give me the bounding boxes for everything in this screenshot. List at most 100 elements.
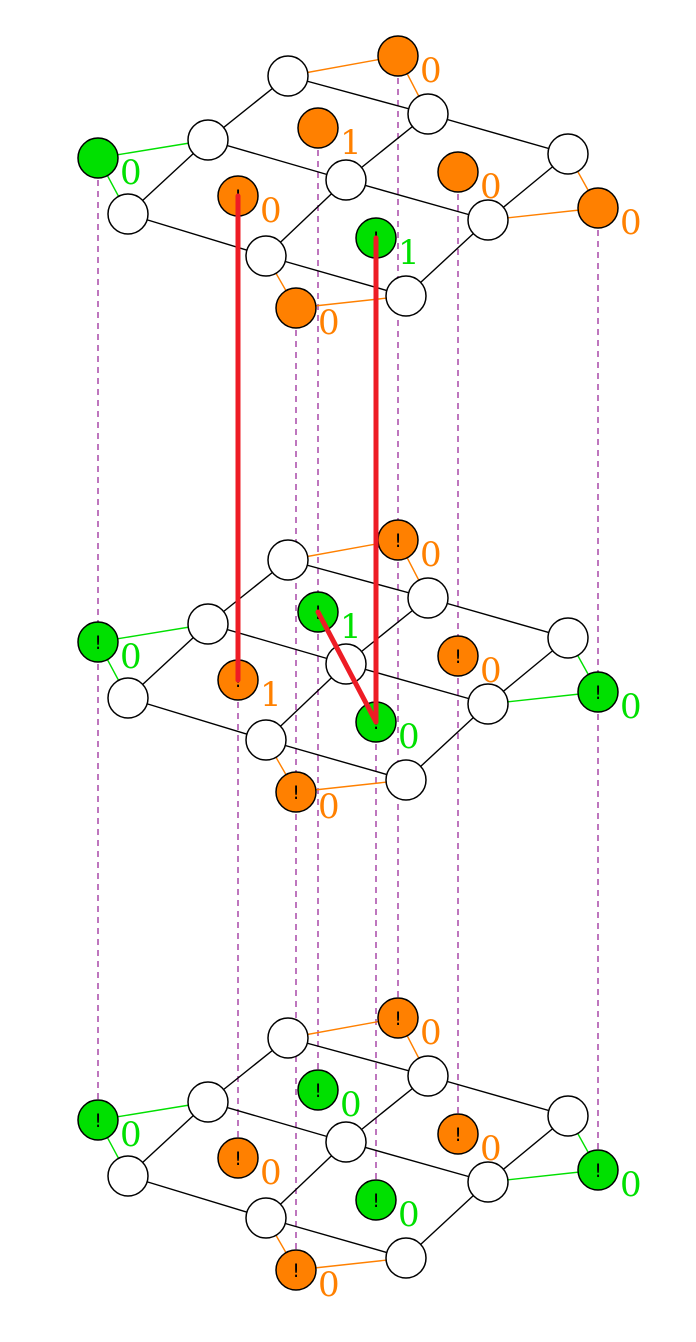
site-marker-R0a: ! [594,1160,602,1182]
white-site-Wt1 [267,1017,309,1059]
white-site-Wm3 [467,199,509,241]
site-marker-R0a: ! [594,682,602,704]
site-R0a [577,1149,619,1191]
lattice-edge-Wt2-Wt3 [427,113,569,155]
white-site-Wb2 [245,235,287,277]
site-label-L0a: 0 [120,153,142,193]
white-site-Wb3 [385,759,427,801]
site-marker-Cc: ! [454,1124,462,1146]
lattice-edge-Wm2-Wm3 [345,1141,489,1183]
site-marker-Cc: ! [454,646,462,668]
site-O1a [377,997,419,1039]
site-label-Cb: 1 [340,607,362,647]
site-marker-B0a: ! [292,1260,300,1282]
site-label-Cb: 0 [340,1085,362,1125]
white-site-Wt2 [407,1055,449,1097]
white-site-Wb3 [385,275,427,317]
site-Cd [355,1179,397,1221]
site-marker-Cb: ! [314,1080,322,1102]
site-Cc [437,1113,479,1155]
highlight-edge-2 [315,609,379,725]
white-site-Wm3 [467,1161,509,1203]
site-marker-O1a: ! [394,530,402,552]
site-label-O1a: 0 [420,51,442,91]
lattice-edge-Wb1-Wb2 [127,213,267,257]
site-marker-Ca: ! [234,1148,242,1170]
site-L0a [77,621,119,663]
site-label-O1a: 0 [420,535,442,575]
white-site-Wt3 [547,1095,589,1137]
white-site-Wm3 [467,683,509,725]
layer-bottom: !0!0!0!0!0!0!0!0 [77,997,642,1305]
site-label-R0a: 0 [620,203,642,243]
site-label-B0a: 0 [318,303,340,343]
site-label-L0a: 0 [120,1115,142,1155]
site-O1a [377,35,419,77]
white-site-Wb1 [107,1155,149,1197]
site-marker-B0a: ! [292,782,300,804]
site-Cc [437,635,479,677]
white-site-Wm2 [325,159,367,201]
site-label-Cc: 0 [480,167,502,207]
site-label-Ca: 0 [260,191,282,231]
site-label-Cd: 0 [398,1195,420,1235]
white-site-Wm1 [187,119,229,161]
lattice-edge-Wb2-Wb3 [265,255,407,297]
site-label-Cb: 1 [340,123,362,163]
site-label-Cd: 1 [398,233,420,273]
site-label-Cc: 0 [480,651,502,691]
white-site-Wb3 [385,1237,427,1279]
site-label-Ca: 1 [260,675,282,715]
lattice-edge-Wb1-Wb2 [127,697,267,741]
site-Cb [297,107,339,149]
lattice-edge-Wm1-Wm2 [207,1101,347,1143]
white-site-Wt2 [407,577,449,619]
site-marker-O1a: ! [394,1008,402,1030]
white-site-Wt2 [407,93,449,135]
white-site-Wm1 [187,1081,229,1123]
site-B0a [275,1249,317,1291]
lattice-edge-Wt1-Wt2 [287,75,429,115]
white-site-Wb1 [107,193,149,235]
white-site-Wm2 [325,1121,367,1163]
site-label-Cd: 0 [398,717,420,757]
lattice-edge-Wt1-Wt2 [287,559,429,599]
white-site-Wb2 [245,1197,287,1239]
highlighted-connections [235,193,379,725]
lattice-edge-Wt1-Wt2 [287,1037,429,1077]
site-marker-L0a: ! [94,632,102,654]
site-label-R0a: 0 [620,687,642,727]
site-L0a [77,1099,119,1141]
lattice-edge-Wb1-Wb2 [127,1175,267,1219]
site-label-B0a: 0 [318,787,340,827]
lattice-edge-Wm1-Wm2 [207,139,347,181]
site-marker-L0a: ! [94,1110,102,1132]
site-L0a [77,137,119,179]
lattice-edge-Wb2-Wb3 [265,1217,407,1259]
site-label-R0a: 0 [620,1165,642,1205]
layer-middle: !0!0!0!0!1!0!1!0 [77,519,642,827]
white-site-Wt3 [547,617,589,659]
site-Ca [217,1137,259,1179]
white-site-Wb1 [107,677,149,719]
site-label-L0a: 0 [120,637,142,677]
lattice-edge-Wb2-Wb3 [265,739,407,781]
white-site-Wt3 [547,133,589,175]
site-label-B0a: 0 [318,1265,340,1305]
site-R0a [577,187,619,229]
lattice-edge-Wm2-Wm3 [345,179,489,221]
white-site-Wm1 [187,603,229,645]
site-Cc [437,151,479,193]
site-label-Ca: 0 [260,1153,282,1193]
lattice-layers: 000010!0!1!0!0!0!0!1!0!1!0!0!0!0!0!0!0!0… [77,35,642,1305]
site-R0a [577,671,619,713]
white-site-Wt1 [267,539,309,581]
site-B0a [275,771,317,813]
lattice-edge-Wt2-Wt3 [427,1075,569,1117]
site-label-O1a: 0 [420,1013,442,1053]
white-site-Wt1 [267,55,309,97]
site-Cb [297,1069,339,1111]
lattice-edge-Wm2-Wm3 [345,663,489,705]
